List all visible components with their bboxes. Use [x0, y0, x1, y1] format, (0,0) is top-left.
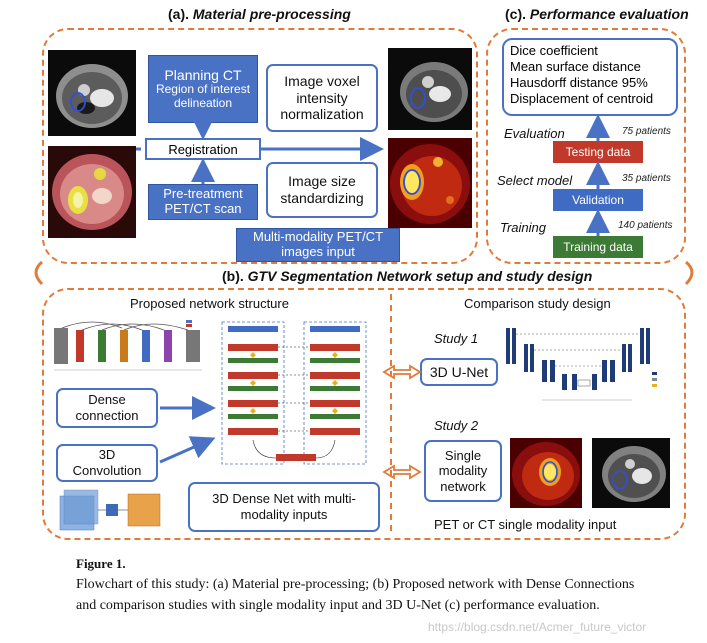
study1-label: Study 1 — [434, 331, 479, 346]
section-b-title: (b). GTV Segmentation Network setup and … — [222, 268, 593, 284]
figure-label: Figure 1. — [76, 556, 126, 571]
convolution-cube-drawing — [59, 489, 161, 531]
study2-label: Study 2 — [434, 418, 479, 433]
metrics-box: Dice coefficient Mean surface distance H… — [502, 38, 678, 116]
pretreatment-box: Pre-treatment PET/CT scan — [148, 184, 258, 220]
normalized-ct-image-drawing — [400, 62, 468, 122]
planning-ct-box: Planning CT Region of interest delineati… — [148, 55, 258, 123]
section-c-title: (c). Performance evaluation — [505, 6, 689, 22]
select-model-label: Select model — [497, 173, 573, 188]
evaluation-label: Evaluation — [504, 126, 565, 141]
testing-data-box: Testing data — [553, 141, 643, 163]
proposed-network-header: Proposed network structure — [130, 296, 289, 311]
section-c-panel — [486, 28, 686, 264]
section-b-panel — [42, 288, 686, 540]
normalized-pet-image — [388, 138, 472, 228]
dense-connection-box: Dense connection — [56, 388, 158, 428]
unet-architecture-diagram — [502, 322, 668, 410]
single-ct-image — [592, 438, 670, 508]
training-label: Training — [500, 220, 547, 235]
pet-or-ct-label: PET or CT single modality input — [434, 517, 617, 532]
conv3d-box: 3D Convolution — [56, 444, 158, 482]
dense-block-drawing — [54, 320, 202, 371]
dense-block-illustration — [52, 318, 212, 376]
unet-architecture-drawing — [506, 328, 657, 401]
watermark: https://blog.csdn.net/Acmer_future_victo… — [428, 620, 647, 634]
single-pet-image — [510, 438, 582, 508]
dense-net-box: 3D Dense Net with multi-modality inputs — [188, 482, 380, 532]
pet-ct-image — [48, 146, 136, 238]
testing-count: 75 patients — [622, 126, 671, 137]
validation-count: 35 patients — [622, 173, 671, 184]
validation-box: Validation — [553, 189, 643, 211]
normalized-ct-image — [388, 48, 472, 130]
network-architecture-drawing — [221, 321, 367, 465]
training-data-box: Training data — [553, 236, 643, 258]
multimodality-input-box: Multi-modality PET/CT images input — [236, 228, 400, 262]
pet-ct-image-drawing — [52, 154, 132, 230]
single-pet-image-drawing — [512, 442, 580, 506]
convolution-cube-illustration — [58, 486, 168, 534]
planning-ct-image-drawing — [56, 64, 128, 128]
caption-text: Flowchart of this study: (a) Material pr… — [76, 577, 635, 613]
comparison-design-header: Comparison study design — [464, 296, 611, 311]
planning-ct-image — [48, 50, 136, 136]
network-architecture-diagram — [216, 320, 376, 470]
section-a-title: (a). Material pre-processing — [168, 6, 351, 22]
normalized-pet-image-drawing — [390, 144, 470, 224]
section-a-panel — [42, 28, 478, 264]
single-modality-box: Single modality network — [424, 440, 502, 502]
unet-box: 3D U-Net — [420, 358, 498, 386]
size-standardizing-box: Image size standardizing — [266, 162, 378, 218]
training-count: 140 patients — [618, 220, 673, 231]
voxel-normalization-box: Image voxel intensity normalization — [266, 64, 378, 132]
single-ct-image-drawing — [602, 446, 666, 502]
